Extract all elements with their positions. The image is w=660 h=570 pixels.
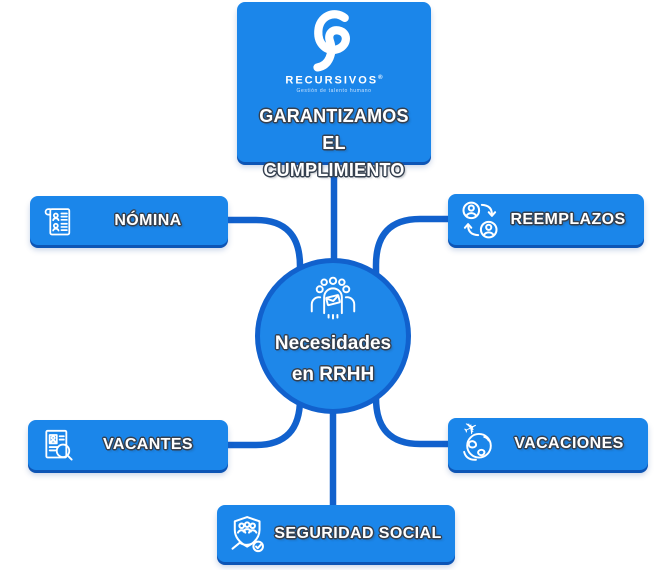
shield-people-check-icon [227,512,271,556]
node-label-seguridad-social: SEGURIDAD SOCIAL [274,524,442,542]
node-vacantes: VACANTES [28,420,228,470]
brand-tagline: Gestión de talento humano [296,87,372,94]
center-node-title: Necesidades en RRHH [275,328,391,390]
node-label-vacaciones: VACACIONES [514,435,624,452]
registered-mark: ® [378,75,383,81]
payroll-scroll-icon [40,202,78,240]
header-title-line1: GARANTIZAMOS EL [259,105,409,153]
user-replacement-icon [458,198,502,242]
center-title-line1: Necesidades [274,333,392,354]
node-label-vacantes: VACANTES [102,436,194,453]
brand-name: RECURSIVOS [285,74,379,87]
recursivos-e-logo-icon [313,10,350,72]
center-title-line2: en RRHH [291,364,375,385]
globe-airplane-icon: ✈ [458,417,500,465]
node-label-reemplazos: REEMPLAZOS [510,210,626,228]
header-title: GARANTIZAMOS EL CUMPLIMIENTO [247,103,421,184]
node-nomina: NÓMINA [30,196,228,245]
header-title-line2: CUMPLIMIENTO [263,159,405,180]
connector-reemplazos [372,215,452,329]
recursivos-logo: RECURSIVOS® Gestión de talento humano [285,8,383,94]
node-label-nomina: NÓMINA [114,211,182,229]
node-seguridad-social: SEGURIDAD SOCIAL [217,505,455,562]
team-icon [304,276,362,322]
header-node: RECURSIVOS® Gestión de talento humano GA… [237,2,431,180]
node-reemplazos: REEMPLAZOS [448,194,644,245]
node-vacaciones: ✈ VACACIONES [448,417,648,470]
connector-nomina [224,216,304,330]
brand-name-row: RECURSIVOS® [285,75,382,87]
resume-search-icon [38,425,78,465]
center-node: Necesidades en RRHH [255,258,411,414]
